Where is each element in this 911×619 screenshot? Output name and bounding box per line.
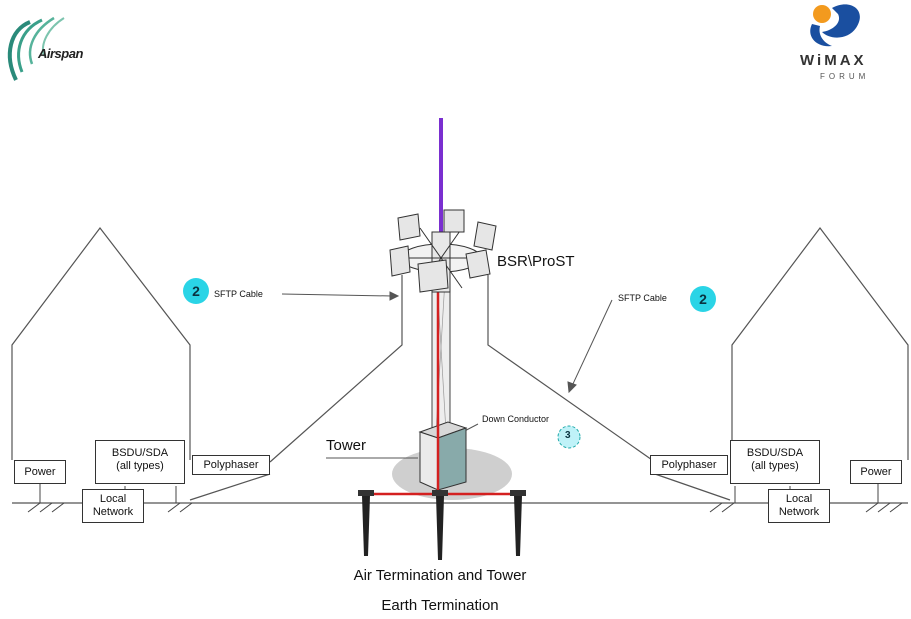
left-bsdu-box: BSDU/SDA (all types) [95,440,185,484]
sftp-cable-right-label: SFTP Cable [618,293,667,303]
right-polyphaser-box: Polyphaser [650,455,728,475]
left-bsdu-line2: (all types) [96,460,184,473]
left-local-line2: Network [83,506,143,519]
badge-sftp-left: 2 [183,278,209,304]
badge-sftp-right: 2 [690,286,716,312]
wimax-forum-text: FORUM [820,72,869,81]
tower-label: Tower [326,437,366,454]
ground-rods [358,490,526,560]
caption-line2: Earth Termination [330,597,550,614]
wimax-logo-text: WiMAX [800,52,867,69]
right-building [732,228,908,460]
right-bsdu-line1: BSDU/SDA [731,447,819,460]
left-bsdu-line1: BSDU/SDA [96,447,184,460]
right-power-box: Power [850,460,902,484]
left-local-line1: Local [83,493,143,506]
antenna-label: BSR\ProST [497,253,575,270]
left-power-box: Power [14,460,66,484]
airspan-logo-text: Airspan [38,46,83,61]
left-local-network-box: Local Network [82,489,144,523]
caption-line1: Air Termination and Tower [330,567,550,584]
right-local-line2: Network [769,506,829,519]
left-polyphaser-box: Polyphaser [192,455,270,475]
badge-conductor: 3 [565,430,571,441]
right-local-line1: Local [769,493,829,506]
sftp-cable-left-label: SFTP Cable [214,289,263,299]
tower-base-block [420,422,466,490]
down-conductor-label: Down Conductor [482,414,549,424]
left-building [12,228,190,460]
right-bsdu-line2: (all types) [731,460,819,473]
wimax-logo-mark [810,4,860,46]
right-local-network-box: Local Network [768,489,830,523]
right-bsdu-box: BSDU/SDA (all types) [730,440,820,484]
